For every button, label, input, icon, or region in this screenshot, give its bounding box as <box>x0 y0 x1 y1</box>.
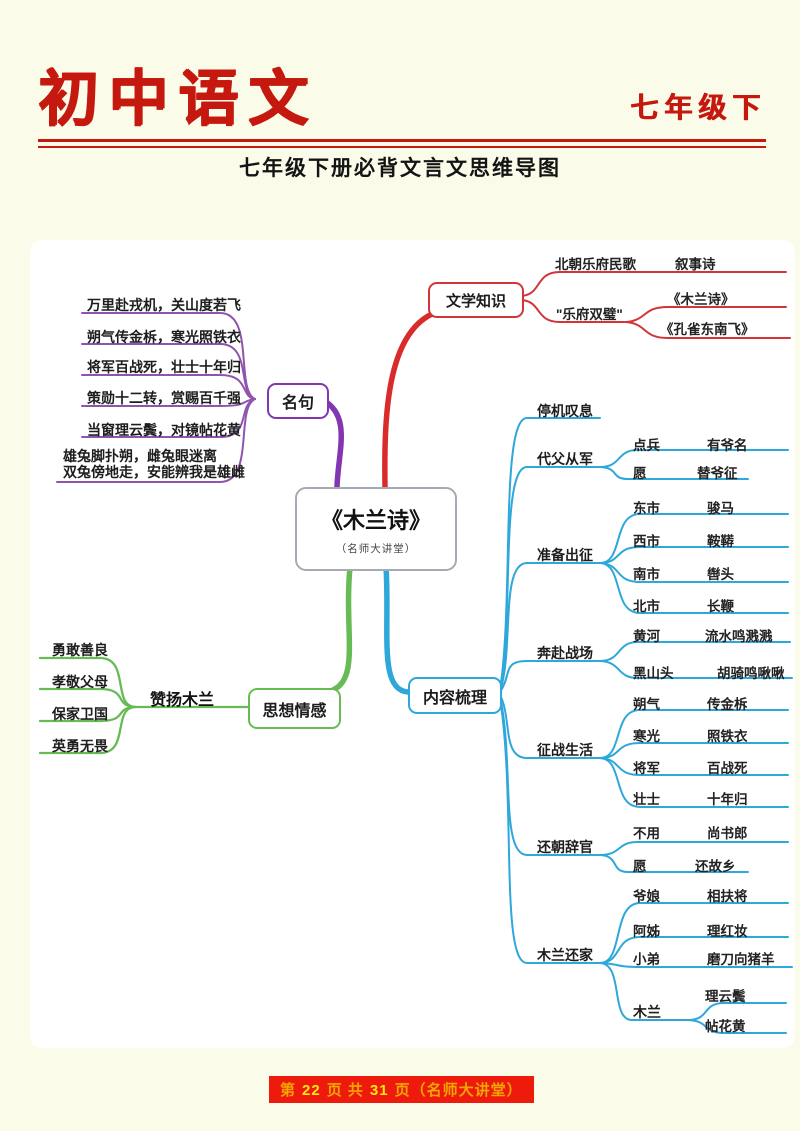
content-pair-key: 愿 <box>633 859 647 874</box>
content-pair-key: 爷娘 <box>633 889 660 904</box>
content-pair-key: 将军 <box>633 761 660 776</box>
literature-pair-child2: 《孔雀东南飞》 <box>660 322 755 337</box>
content-pair-key: 寒光 <box>633 729 660 744</box>
grade-label: 七年级下 <box>629 92 766 123</box>
content-pair-value: 传金柝 <box>707 697 748 712</box>
emotion-sub-label: 赞扬木兰 <box>150 692 215 709</box>
content-pair-key: 黄河 <box>633 629 660 644</box>
page-title: 初中语文 <box>38 65 318 132</box>
content-pair-value: 骏马 <box>707 501 734 516</box>
literature-pair-label: "乐府双璧" <box>556 307 623 322</box>
content-pair-key: 不用 <box>633 826 660 841</box>
content-pair-key: 点兵 <box>633 438 660 453</box>
content-pair-value: 替爷征 <box>697 466 738 481</box>
content-group-label: 奔赴战场 <box>537 645 593 661</box>
quote-line: 当窗理云鬓，对镜帖花黄 <box>87 422 241 438</box>
footer-prefix: 第 <box>280 1082 297 1099</box>
literature-origin-child: 叙事诗 <box>675 257 716 272</box>
emotion-item: 英勇无畏 <box>52 738 108 754</box>
content-pair-key: 黑山头 <box>633 666 674 681</box>
content-pair-value: 尚书郎 <box>707 826 748 841</box>
trunk-content <box>383 564 411 695</box>
content-pair-value: 理红妆 <box>707 924 748 939</box>
content-pair-value: 照铁衣 <box>707 729 748 744</box>
quote-line: 万里赴戎机，关山度若飞 <box>87 297 241 313</box>
footer-total-pages: 31 <box>369 1082 389 1099</box>
quote-line: 将军百战死，壮士十年归 <box>87 359 241 375</box>
central-node-title: 《木兰诗》 <box>320 507 431 533</box>
content-group-label: 木兰还家 <box>537 947 593 963</box>
emotion-item: 孝敬父母 <box>52 674 108 690</box>
quote-line: 朔气传金柝，寒光照铁衣 <box>87 329 241 345</box>
header-divider <box>38 139 766 148</box>
trunk-literature <box>382 311 435 490</box>
content-group-label: 征战生活 <box>537 742 593 758</box>
content-pair-key: 西市 <box>633 534 660 549</box>
content-subgroup-item: 理云鬓 <box>705 989 746 1004</box>
content-pair-key: 壮士 <box>633 792 660 807</box>
content-subgroup-item: 帖花黄 <box>705 1019 746 1034</box>
content-pair-value: 百战死 <box>707 761 748 776</box>
quote-line: 策勋十二转，赏赐百千强 <box>87 390 241 406</box>
quote-line: 雄兔脚扑朔，雌兔眼迷离 <box>63 448 217 464</box>
content-group-label: 还朝辞官 <box>537 839 593 855</box>
footer-suffix: 页（名师大讲堂） <box>394 1082 523 1099</box>
content-pair-key: 阿姊 <box>633 924 660 939</box>
content-group-label: 代父从军 <box>537 451 593 467</box>
content-pair-key: 东市 <box>633 501 660 516</box>
content-pair-key: 北市 <box>633 599 660 614</box>
content-pair-key: 愿 <box>633 466 647 481</box>
node-content: 内容梳理 <box>408 677 502 714</box>
content-pair-value: 十年归 <box>707 792 748 807</box>
central-node: 《木兰诗》 （名师大讲堂） <box>295 487 457 571</box>
central-node-subtitle: （名师大讲堂） <box>335 542 417 555</box>
node-emotion: 思想情感 <box>248 688 341 729</box>
quote-line: 双兔傍地走，安能辨我是雄雌 <box>63 464 245 480</box>
content-group-label: 准备出征 <box>537 547 593 563</box>
content-pair-value: 辔头 <box>707 567 734 582</box>
mindmap-panel: 《木兰诗》 （名师大讲堂） 文学知识 北朝乐府民歌 叙事诗 "乐府双璧" 《木兰… <box>30 240 795 1048</box>
page-subtitle: 七年级下册必背文言文思维导图 <box>239 157 561 180</box>
content-pair-value: 相扶将 <box>707 889 748 904</box>
literature-origin: 北朝乐府民歌 <box>555 257 636 272</box>
content-pair-key: 朔气 <box>633 697 660 712</box>
mindmap-connectors <box>38 271 793 1034</box>
page-footer: 第 22 页 共 31 页（名师大讲堂） <box>269 1076 534 1103</box>
content-pair-value: 磨刀向猪羊 <box>707 952 775 967</box>
node-quotes: 名句 <box>267 383 329 419</box>
content-group-label: 停机叹息 <box>537 403 593 419</box>
literature-pair-child1: 《木兰诗》 <box>667 292 735 307</box>
content-pair-value: 还故乡 <box>695 859 736 874</box>
content-subgroup-label: 木兰 <box>633 1004 661 1020</box>
content-pair-key: 南市 <box>633 567 660 582</box>
emotion-item: 勇敢善良 <box>52 642 108 658</box>
content-pair-value: 鞍鞯 <box>707 534 734 549</box>
node-literature: 文学知识 <box>428 282 524 318</box>
footer-middle: 页 共 <box>326 1082 364 1099</box>
content-pair-value: 胡骑鸣啾啾 <box>717 666 785 681</box>
trunk-quotes <box>320 397 344 490</box>
content-pair-value: 流水鸣溅溅 <box>705 629 773 644</box>
emotion-item: 保家卫国 <box>52 706 108 722</box>
content-pair-value: 长鞭 <box>707 599 734 614</box>
content-pair-value: 有爷名 <box>707 438 748 453</box>
footer-page-number: 22 <box>302 1082 321 1099</box>
content-pair-key: 小弟 <box>633 952 660 967</box>
trunk-emotion <box>330 564 353 693</box>
